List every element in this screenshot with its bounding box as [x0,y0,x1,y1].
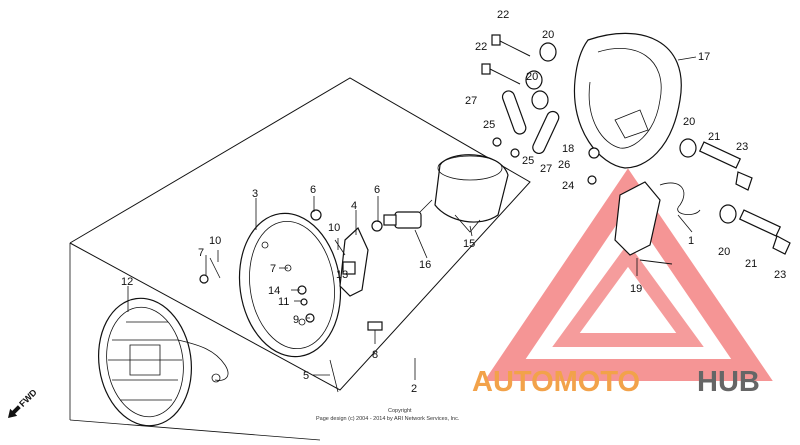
callout-labels: 1 2 3 4 5 6 6 7 7 8 9 10 10 11 12 13 14 … [121,9,786,395]
callout-21a: 21 [708,131,720,143]
callout-10a: 10 [209,235,221,247]
fwd-label: FWD [17,387,39,409]
callout-24: 24 [562,180,574,192]
callout-5: 5 [303,370,309,382]
callout-21b: 21 [745,258,757,270]
callout-27b: 27 [540,163,552,175]
callout-17: 17 [698,51,710,63]
callout-23b: 23 [774,269,786,281]
callout-25a: 25 [483,119,495,131]
callout-20c: 20 [683,116,695,128]
mounting-bracket [339,226,369,297]
callout-7b: 7 [270,263,276,275]
callout-8: 8 [372,349,378,361]
turn-signal-bracket [614,181,701,265]
callout-7a: 7 [198,247,204,259]
sealed-beam-lens [97,297,229,427]
watermark-word-part1: AUTOMOTO [472,366,640,398]
callout-18: 18 [562,143,574,155]
callout-9: 9 [293,314,299,326]
headlight-housing [573,32,682,169]
copyright-line2: Page design (c) 2004 - 2014 by ARI Netwo… [316,416,460,422]
outline-bottom-edge [69,419,321,441]
assembly-outline [69,77,531,391]
callout-6b: 6 [374,184,380,196]
callout-20b: 20 [526,71,538,83]
callout-20a: 20 [542,29,554,41]
collars-top [525,42,557,110]
callout-16: 16 [419,259,431,271]
callout-27a: 27 [465,95,477,107]
callout-2: 2 [411,383,417,395]
callout-19: 19 [630,283,642,295]
callout-12: 12 [121,276,133,288]
watermark-word-part2: HUB [697,366,760,398]
callout-1: 1 [688,235,694,247]
callout-13: 13 [336,269,348,281]
small-fasteners [199,137,600,393]
callout-23a: 23 [736,141,748,153]
callout-22a: 22 [497,9,509,21]
callout-6a: 6 [310,184,316,196]
callout-4: 4 [351,200,357,212]
callout-14: 14 [268,285,280,297]
callout-20d: 20 [718,246,730,258]
stay-bolts [481,34,531,85]
watermark-text: AUTOMOTO HUB [472,366,760,398]
leader-lines [127,56,697,380]
headlight-bulb [383,199,433,229]
callout-11: 11 [278,296,289,308]
callout-3: 3 [252,188,258,200]
fwd-indicator: FWD [8,387,39,418]
watermark-logo [484,168,773,381]
headlight-stays [501,90,560,155]
callout-26: 26 [558,159,570,171]
callout-25b: 25 [522,155,534,167]
callout-15: 15 [463,238,475,250]
headlight-case [434,154,509,233]
callout-22b: 22 [475,41,487,53]
fwd-arrow-icon [8,405,21,418]
callout-10b: 10 [328,222,340,234]
copyright-line1: Copyright [388,408,412,414]
side-fasteners [679,138,791,255]
headlight-rim [238,212,342,358]
